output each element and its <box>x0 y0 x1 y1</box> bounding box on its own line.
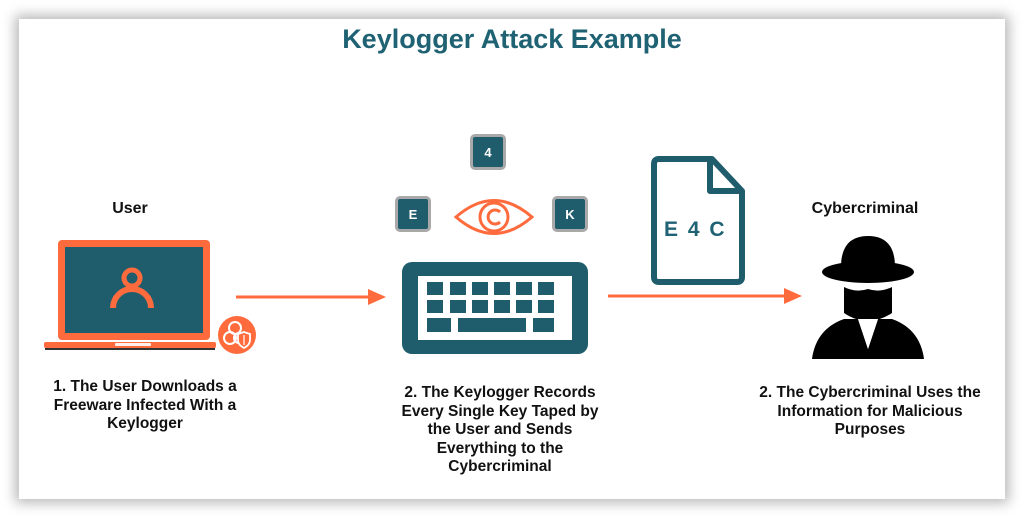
caption-line: Freeware Infected With a <box>53 396 237 414</box>
keyboard-icon <box>402 262 588 354</box>
caption-line: Every Single Key Taped by <box>401 402 599 420</box>
caption-line: Information for Malicious <box>777 402 963 420</box>
keylogger-caption: 2. The Keylogger Records Every Single Ke… <box>370 384 630 477</box>
caption-line: 2. The Cybercriminal Uses the <box>759 384 981 401</box>
document-icon <box>651 156 745 285</box>
caption-line: Keylogger <box>107 415 183 432</box>
user-icon <box>110 267 154 309</box>
key-k: K <box>552 196 588 232</box>
cybercriminal-label: Cybercriminal <box>811 200 919 217</box>
key-e: E <box>395 196 431 232</box>
caption-line: Purposes <box>834 421 906 438</box>
key-4: 4 <box>470 134 506 170</box>
user-label: User <box>112 200 148 217</box>
user-caption: 1. The User Downloads a Freeware Infecte… <box>30 378 260 434</box>
biohazard-shield-icon <box>218 316 256 354</box>
caption-line: Cybercriminal <box>448 458 552 475</box>
arrow-keylogger-to-cybercriminal <box>608 288 802 304</box>
cybercriminal-caption: 2. The Cybercriminal Uses the Informatio… <box>730 384 1010 440</box>
document-text: E 4 C <box>664 218 727 241</box>
arrow-user-to-keylogger <box>236 289 386 305</box>
caption-line: the User and Sends <box>427 421 573 438</box>
hacker-icon <box>812 236 924 359</box>
eye-icon <box>453 199 535 235</box>
diagram-title: Keylogger Attack Example <box>342 24 682 54</box>
caption-line: 2. The Keylogger Records <box>404 384 596 401</box>
caption-line: Everything to the <box>436 439 564 457</box>
caption-line: 1. The User Downloads a <box>53 378 237 395</box>
